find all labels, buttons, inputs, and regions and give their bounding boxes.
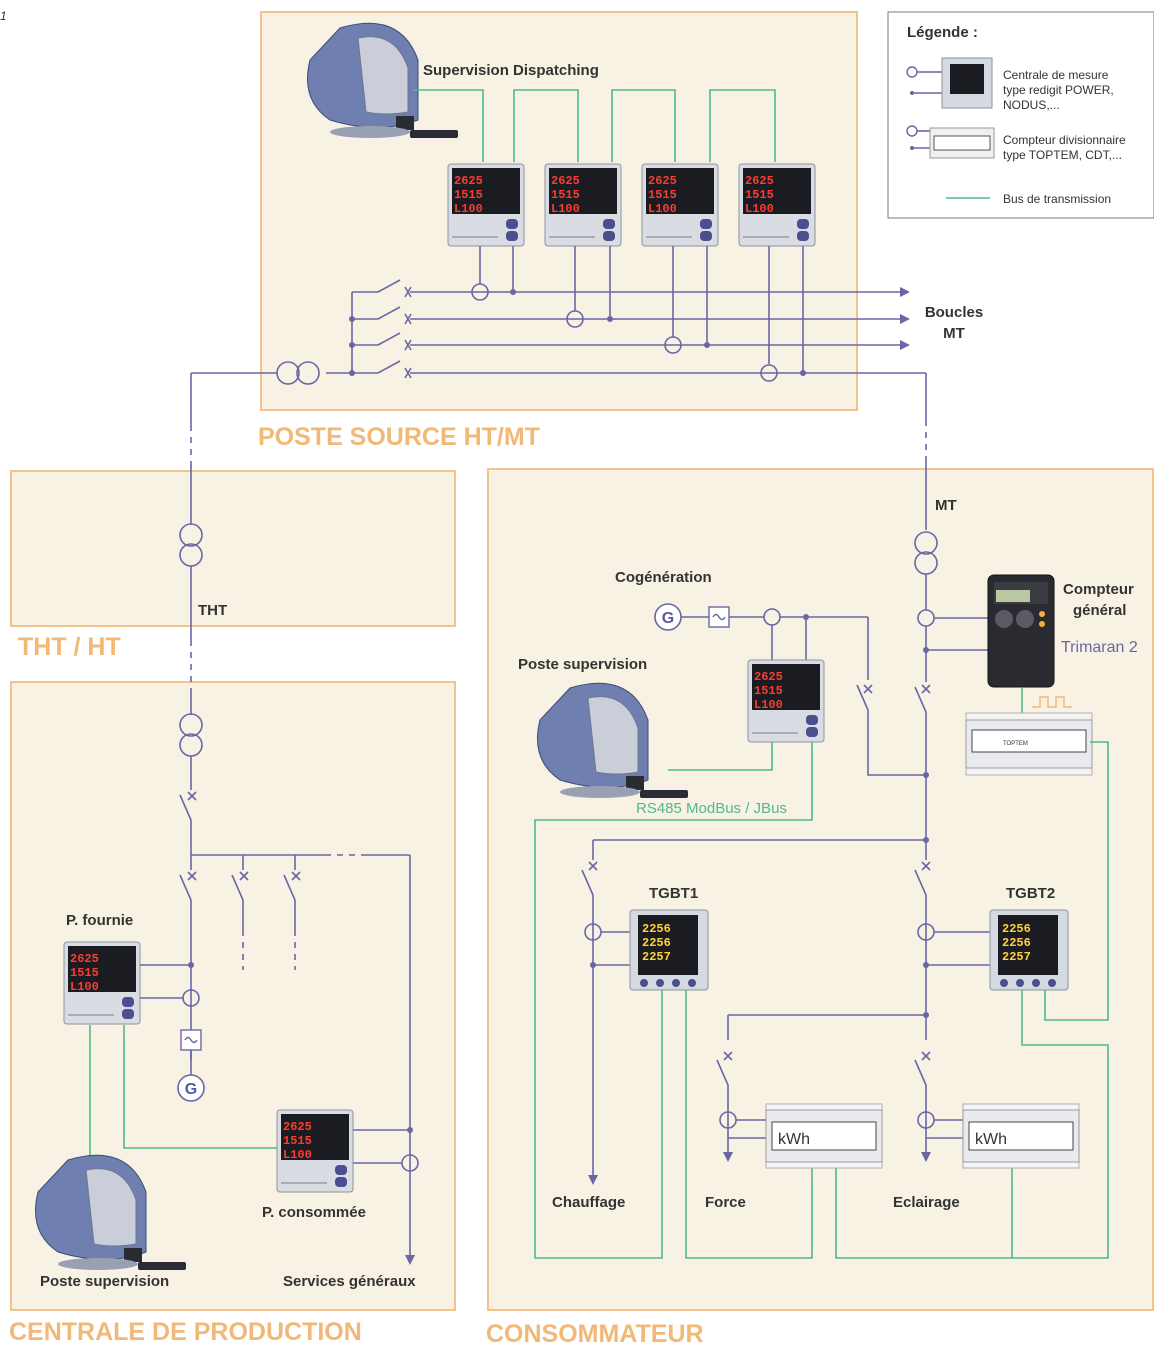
svg-text:L100: L100 [551, 202, 580, 216]
label-p-consommee: P. consommée [262, 1204, 366, 1221]
zone-tht-ht [10, 470, 456, 627]
legend-item1-line1: Centrale de mesure [1003, 68, 1109, 82]
label-mt: MT [935, 497, 957, 514]
legend: Légende : Centrale de mesure type redigi… [887, 11, 1154, 219]
legend-title: Légende : [907, 24, 978, 41]
zone-title-consommateur: CONSOMMATEUR [486, 1320, 704, 1345]
label-tgbt1: TGBT1 [649, 885, 698, 902]
label-general: général [1073, 602, 1126, 619]
legend-item1-line3: NODUS,... [1003, 98, 1060, 112]
label-poste-supervision-left: Poste supervision [40, 1273, 169, 1290]
label-eclairage: Eclairage [893, 1194, 960, 1211]
svg-text:1515: 1515 [70, 966, 99, 980]
label-trimaran: Trimaran 2 [1061, 639, 1138, 656]
svg-text:2256: 2256 [1002, 922, 1031, 936]
svg-text:2256: 2256 [642, 922, 671, 936]
svg-text:2625: 2625 [70, 952, 99, 966]
svg-text:1515: 1515 [754, 684, 783, 698]
svg-text:2625: 2625 [283, 1120, 312, 1134]
svg-text:2625: 2625 [754, 670, 783, 684]
svg-text:G: G [662, 610, 674, 627]
legend-item1-line2: type redigit POWER, [1003, 83, 1114, 97]
svg-text:2257: 2257 [1002, 950, 1031, 964]
legend-item2-line2: type TOPTEM, CDT,... [1003, 148, 1122, 162]
zone-title-poste-source: POSTE SOURCE HT/MT [258, 423, 540, 451]
pulse-icon [1032, 696, 1072, 708]
zone-title-tht-ht: THT / HT [18, 633, 121, 661]
label-cogeneration: Cogénération [615, 569, 712, 586]
svg-text:2625: 2625 [648, 174, 677, 188]
svg-text:1515: 1515 [454, 188, 483, 202]
compteur-general-device [987, 574, 1055, 688]
label-tht: THT [198, 602, 227, 619]
svg-text:2625: 2625 [745, 174, 774, 188]
generator-icon [177, 1074, 205, 1102]
label-force: Force [705, 1194, 746, 1211]
kwh-force: kWh [778, 1131, 810, 1148]
svg-text:L100: L100 [454, 202, 483, 216]
kwh-eclairage: kWh [975, 1131, 1007, 1148]
svg-text:2625: 2625 [454, 174, 483, 188]
svg-text:1515: 1515 [551, 188, 580, 202]
label-rs485: RS485 ModBus / JBus [636, 800, 787, 817]
label-services-generaux: Services généraux [283, 1273, 416, 1290]
label-supervision-dispatching: Supervision Dispatching [423, 62, 599, 79]
legend-item3: Bus de transmission [1003, 192, 1111, 206]
label-tgbt2: TGBT2 [1006, 885, 1055, 902]
svg-text:L100: L100 [754, 698, 783, 712]
svg-text:2625: 2625 [551, 174, 580, 188]
page-number: 1 [0, 9, 7, 23]
legend-item2-line1: Compteur divisionnaire [1003, 133, 1126, 147]
label-poste-supervision-right: Poste supervision [518, 656, 647, 673]
svg-text:L100: L100 [283, 1148, 312, 1162]
zone-title-centrale: CENTRALE DE PRODUCTION [9, 1318, 362, 1345]
svg-text:1515: 1515 [745, 188, 774, 202]
label-compteur: Compteur [1063, 581, 1134, 598]
label-p-fournie: P. fournie [66, 912, 133, 929]
svg-text:2257: 2257 [642, 950, 671, 964]
svg-text:L100: L100 [648, 202, 677, 216]
svg-text:1515: 1515 [283, 1134, 312, 1148]
svg-text:2256: 2256 [642, 936, 671, 950]
svg-text:1515: 1515 [648, 188, 677, 202]
toptem-device: TOPTEM [965, 712, 1093, 776]
label-chauffage: Chauffage [552, 1194, 625, 1211]
svg-text:2256: 2256 [1002, 936, 1031, 950]
svg-text:G: G [185, 1081, 197, 1098]
svg-text:L100: L100 [745, 202, 774, 216]
svg-text:TOPTEM: TOPTEM [1003, 741, 1028, 747]
label-mt-boucles: MT [943, 325, 965, 342]
svg-text:L100: L100 [70, 980, 99, 994]
label-boucles: Boucles [925, 304, 983, 321]
